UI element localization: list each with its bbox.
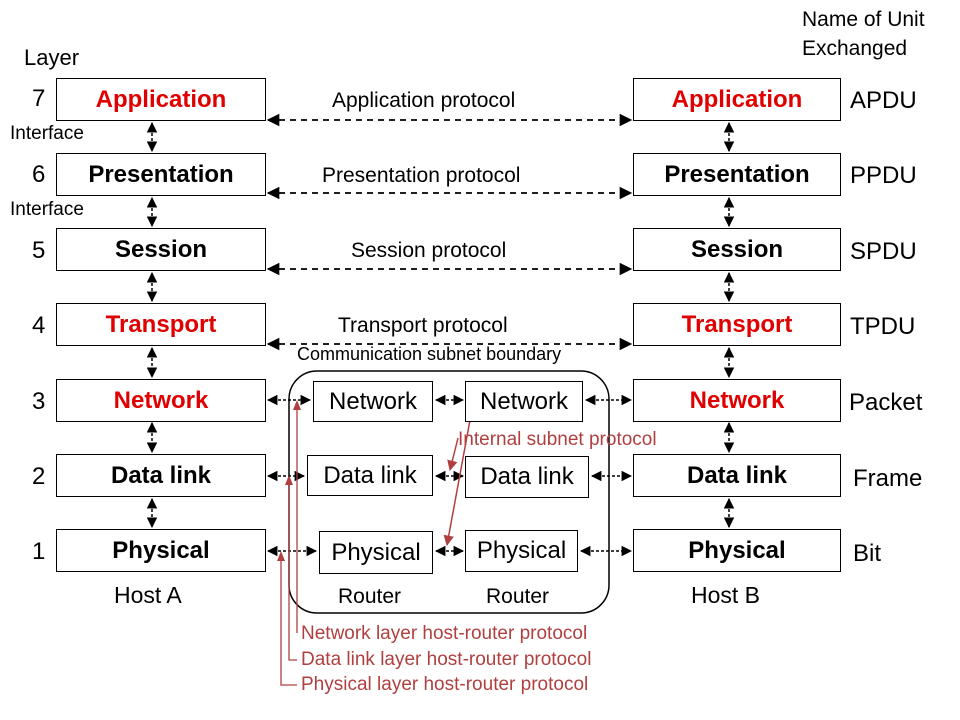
router2-physical: Physical — [465, 530, 578, 572]
layer-number-7: 7 — [32, 85, 46, 112]
layer-number-3: 3 — [32, 388, 46, 415]
host-a-physical: Physical — [56, 529, 266, 572]
router2-data-link: Data link — [465, 456, 589, 498]
network-host-router-protocol-label: Network layer host-router protocol — [301, 623, 588, 644]
bracket-network-arrowhead — [293, 400, 301, 410]
host-a-application: Application — [56, 78, 266, 121]
host-b-presentation: Presentation — [633, 153, 841, 196]
host-b-label: Host B — [691, 582, 761, 608]
bracket-datalink-arrowhead — [285, 475, 293, 485]
unit-title-line2: Exchanged — [802, 37, 908, 60]
protocol-label-session: Session protocol — [351, 239, 507, 262]
host-b-transport: Transport — [633, 303, 841, 346]
bracket-physical-protocol — [280, 556, 297, 686]
router1-physical: Physical — [319, 531, 433, 574]
bracket-physical-arrowhead — [277, 551, 285, 561]
unit-bit: Bit — [853, 540, 882, 567]
unit-ppdu: PPDU — [850, 162, 917, 189]
router1-label: Router — [338, 585, 402, 608]
router2-label: Router — [486, 585, 550, 608]
layer-title: Layer — [24, 45, 80, 70]
internal-protocol-arrow-2 — [443, 419, 471, 547]
internal-subnet-protocol-label: Internal subnet protocol — [458, 429, 657, 450]
datalink-host-router-protocol-label: Data link layer host-router protocol — [301, 649, 592, 670]
unit-spdu: SPDU — [850, 238, 917, 265]
unit-title-line1: Name of Unit — [802, 8, 925, 31]
protocol-label-transport: Transport protocol — [338, 314, 508, 337]
bracket-datalink-protocol — [288, 480, 297, 661]
layer-number-5: 5 — [32, 237, 46, 264]
unit-apdu: APDU — [850, 87, 917, 114]
unit-tpdu: TPDU — [850, 313, 916, 340]
host-b-application: Application — [633, 78, 841, 121]
host-a-transport: Transport — [56, 303, 266, 346]
internal-protocol-arrow-1 — [447, 437, 459, 472]
host-b-data-link: Data link — [633, 454, 841, 497]
host-b-session: Session — [633, 228, 841, 271]
physical-host-router-protocol-label: Physical layer host-router protocol — [301, 674, 589, 695]
unit-frame: Frame — [853, 465, 923, 492]
protocol-label-application: Application protocol — [332, 89, 516, 112]
router1-network: Network — [313, 381, 433, 422]
host-b-physical: Physical — [633, 529, 841, 572]
host-a-session: Session — [56, 228, 266, 271]
interface-label-2: Interface — [10, 199, 84, 220]
subnet-boundary-label: Communication subnet boundary — [297, 344, 562, 364]
host-b-network: Network — [633, 379, 841, 422]
layer-number-6: 6 — [32, 161, 46, 188]
router2-network: Network — [465, 381, 583, 422]
host-a-presentation: Presentation — [56, 153, 266, 196]
protocol-label-presentation: Presentation protocol — [322, 164, 521, 187]
interface-label-1: Interface — [10, 123, 84, 144]
layer-number-1: 1 — [32, 538, 46, 565]
unit-packet: Packet — [849, 389, 923, 416]
router1-data-link: Data link — [307, 455, 433, 496]
layer-number-2: 2 — [32, 463, 46, 490]
host-a-network: Network — [56, 379, 266, 422]
host-a-data-link: Data link — [56, 454, 266, 497]
layer-number-4: 4 — [32, 312, 46, 339]
host-a-label: Host A — [114, 582, 182, 608]
